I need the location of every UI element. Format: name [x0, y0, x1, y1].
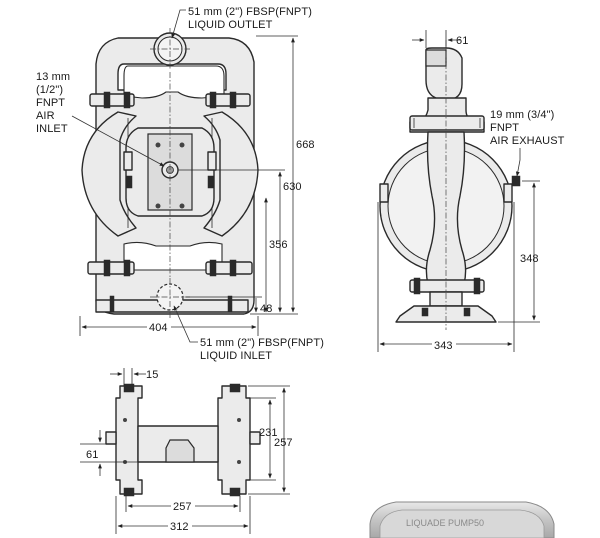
dim-61-base: 61	[86, 449, 98, 461]
air-inlet-label-4: AIR	[36, 110, 55, 122]
front-annotations: 51 mm (2") FBSP(FNPT) LIQUID OUTLET 13 m…	[36, 6, 324, 362]
nameplate-text: LIQUADE PUMP50	[406, 518, 484, 528]
front-clamp-top-right	[205, 93, 251, 107]
inlet-label-line2: LIQUID INLET	[200, 350, 272, 362]
front-chamber-right	[203, 111, 259, 237]
air-inlet-label-3: FNPT	[36, 97, 65, 109]
front-chamber-left	[81, 111, 137, 237]
dim-48: 48	[260, 303, 272, 315]
dim-404: 404	[149, 322, 168, 334]
front-clamp-bottom-right	[205, 261, 253, 275]
dim-312: 312	[170, 521, 189, 533]
front-manifold-inner-top	[123, 65, 225, 99]
front-view	[81, 28, 259, 318]
exhaust-label-3: AIR EXHAUST	[490, 135, 565, 147]
side-view	[379, 40, 521, 330]
dim-630: 630	[283, 181, 302, 193]
air-inlet-label-2: (1/2")	[36, 84, 63, 96]
dim-348: 348	[520, 253, 539, 265]
base-annotations: 15 231 257 61 257 312	[80, 368, 293, 534]
nameplate-photo: LIQUADE PUMP50	[369, 501, 555, 538]
side-exhaust-port	[511, 175, 521, 187]
side-annotations: 61 19 mm (3/4") FNPT AIR EXHAUST 348 343	[377, 30, 565, 352]
base-view	[105, 383, 261, 497]
front-manifold-inner-bottom	[123, 241, 223, 271]
inlet-label-line1: 51 mm (2") FBSP(FNPT)	[200, 337, 324, 349]
dim-231: 231	[259, 427, 278, 439]
outlet-label-line1: 51 mm (2") FBSP(FNPT)	[188, 6, 312, 18]
dim-356: 356	[269, 239, 288, 251]
dim-61-top: 61	[456, 35, 468, 47]
dim-257-vertical: 257	[274, 437, 293, 449]
dim-668: 668	[296, 139, 315, 151]
exhaust-label-1: 19 mm (3/4")	[490, 109, 554, 121]
air-inlet-label-5: INLET	[36, 123, 68, 135]
base-rail-left	[115, 385, 143, 495]
dim-257-horizontal: 257	[173, 501, 192, 513]
dim-15: 15	[146, 369, 158, 381]
outlet-label-line2: LIQUID OUTLET	[188, 19, 273, 31]
air-inlet-label-1: 13 mm	[36, 71, 70, 83]
exhaust-label-2: FNPT	[490, 122, 519, 134]
dim-343: 343	[434, 340, 453, 352]
front-clamp-top-left	[89, 93, 135, 107]
front-clamp-bottom-left	[87, 261, 135, 275]
base-rail-right	[217, 385, 251, 495]
